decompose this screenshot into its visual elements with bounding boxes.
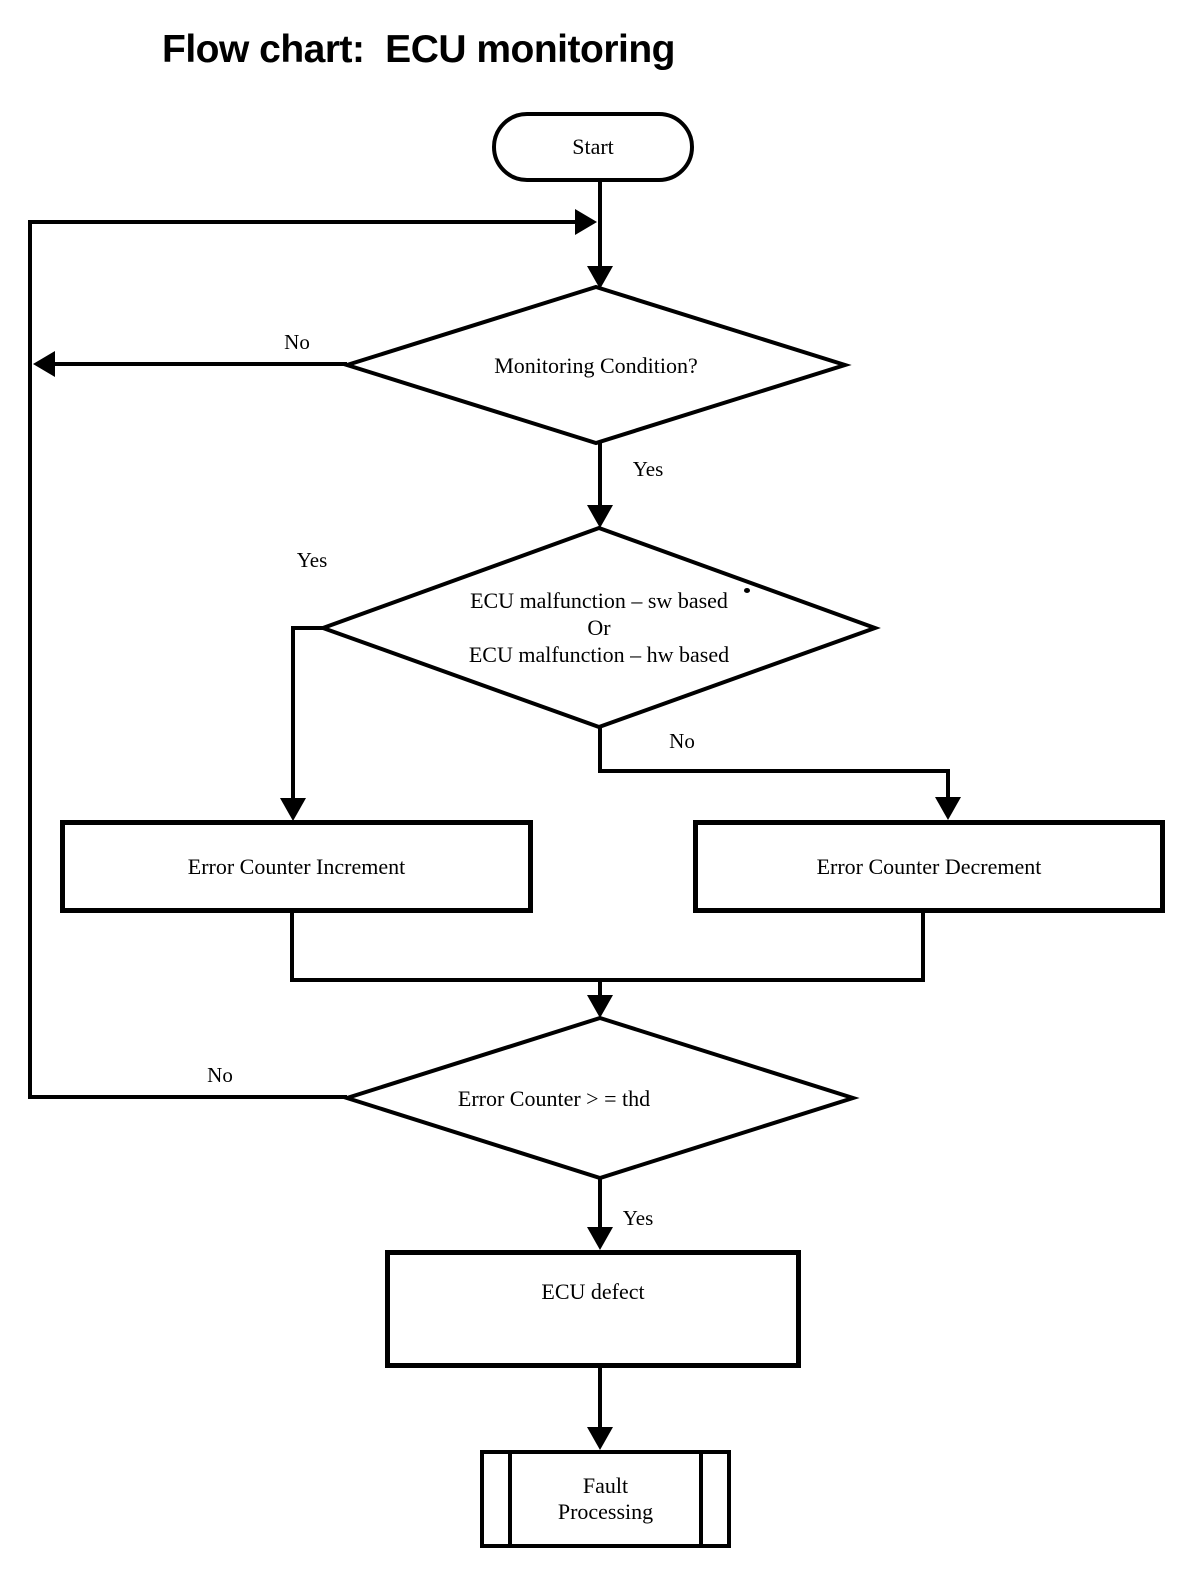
predefined-process-left-bar (508, 1454, 512, 1544)
node-ecu-defect: ECU defect (385, 1250, 801, 1368)
predefined-process-right-bar (699, 1454, 703, 1544)
ecu-malfunction-line-2: Or (587, 615, 611, 640)
arrowhead-into-monitoring (587, 266, 613, 289)
node-ecu-malfunction-label: ECU malfunction – sw based Or ECU malfun… (323, 528, 875, 727)
fault-processing-line-2: Processing (557, 1499, 654, 1524)
ecu-defect-text: ECU defect (541, 1279, 645, 1304)
edge-label-monitoring-no: No (284, 330, 310, 354)
edge-merge-connector (290, 912, 925, 982)
ecu-malfunction-line-3: ECU malfunction – hw based (468, 642, 730, 667)
edge-malfunction-yes (291, 626, 325, 809)
page-title: Flow chart: ECU monitoring (162, 28, 675, 71)
arrowhead-into-decrement (935, 797, 961, 820)
error-counter-threshold-text: Error Counter > = thd (457, 1085, 651, 1111)
fault-processing-line-1: Fault (582, 1473, 629, 1498)
node-start: Start (492, 112, 694, 182)
arrowhead-into-increment (280, 798, 306, 821)
arrowhead-into-malfunction (587, 505, 613, 528)
arrowhead-into-defect (587, 1227, 613, 1250)
edge-label-threshold-yes: Yes (622, 1206, 654, 1230)
node-fault-processing: Fault Processing (480, 1450, 731, 1548)
edge-label-threshold-no: No (207, 1063, 233, 1087)
arrowhead-monitoring-no (33, 351, 55, 377)
ecu-malfunction-line-1: ECU malfunction – sw based (470, 588, 728, 613)
arrowhead-into-fault (587, 1427, 613, 1450)
node-error-counter-increment: Error Counter Increment (60, 820, 533, 913)
edge-label-monitoring-yes: Yes (632, 457, 664, 481)
decision-monitoring-shape (340, 284, 852, 446)
arrowhead-into-threshold (587, 995, 613, 1018)
stray-mark (744, 588, 750, 593)
arrowhead-loop-into-main (575, 209, 597, 235)
edge-label-malfunction-no: No (669, 729, 695, 753)
node-monitoring-condition-label: Monitoring Condition? (494, 352, 698, 378)
node-error-counter-threshold-label: Error Counter > = thd (347, 1018, 853, 1178)
edge-malfunction-no (598, 727, 950, 807)
node-error-counter-decrement: Error Counter Decrement (693, 820, 1165, 913)
edge-label-malfunction-yes: Yes (296, 548, 328, 572)
